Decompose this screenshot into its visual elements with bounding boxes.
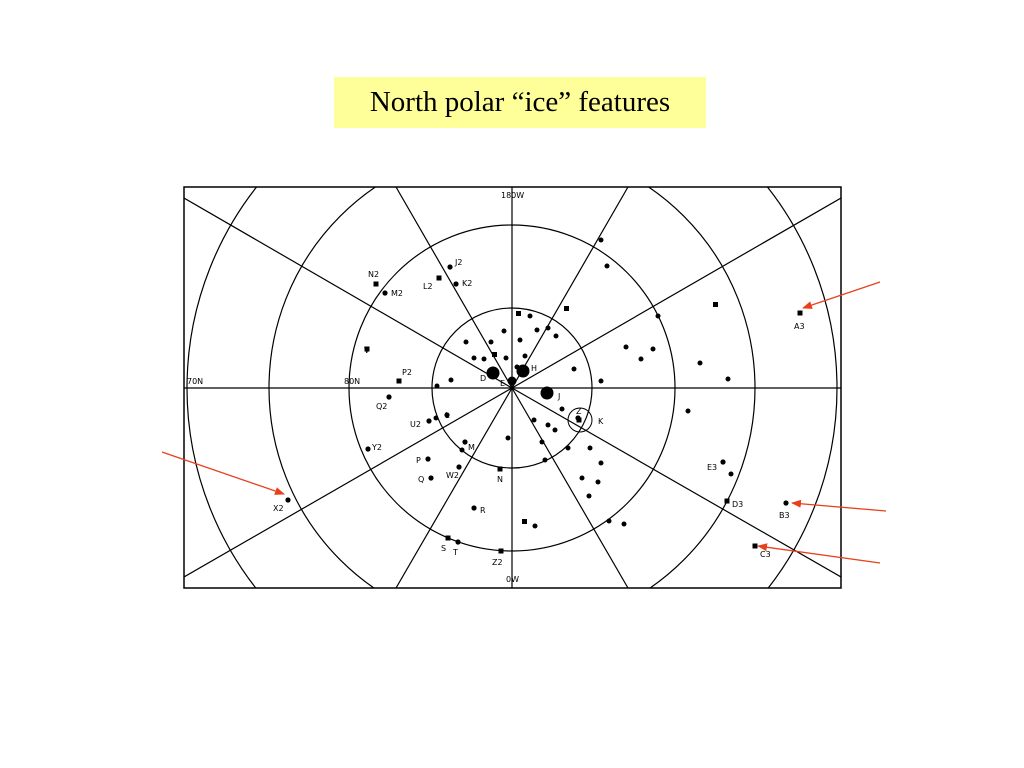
feature-b3-label: B3 bbox=[779, 511, 790, 520]
feature-z-ring bbox=[567, 407, 593, 433]
feature-w2-label: W2 bbox=[446, 471, 459, 480]
feature-n-marker bbox=[497, 466, 503, 472]
feature-m2-marker bbox=[382, 290, 388, 296]
arrow-b3 bbox=[791, 499, 887, 512]
feature-m-label: M bbox=[468, 443, 475, 452]
feature-n2-label: N2 bbox=[368, 270, 379, 279]
meridian-240 bbox=[511, 197, 841, 389]
map-frame bbox=[183, 186, 842, 589]
feature-x2-marker bbox=[285, 497, 291, 503]
feature-v-label: V bbox=[364, 346, 370, 355]
feature-k2-marker bbox=[453, 281, 459, 287]
feature-z-label: Z bbox=[576, 407, 582, 416]
feature-y2-marker bbox=[365, 446, 371, 452]
feature-a3-label: A3 bbox=[794, 322, 805, 331]
axis-label-left-inner: 80N bbox=[344, 377, 360, 386]
axis-label-bottom: 0W bbox=[506, 575, 519, 584]
feature-q2-marker bbox=[386, 394, 392, 400]
axis-label-left-outer: 70N bbox=[187, 377, 203, 386]
feature-m2-label: M2 bbox=[391, 289, 403, 298]
feature-e-marker bbox=[507, 376, 517, 386]
meridian-330 bbox=[511, 387, 841, 578]
feature-p2-marker bbox=[396, 378, 402, 384]
unlabeled-features bbox=[433, 237, 734, 529]
feature-p2-label: P2 bbox=[402, 368, 412, 377]
feature-q-label: Q bbox=[418, 475, 424, 484]
feature-t-marker bbox=[455, 539, 461, 545]
feature-h-marker bbox=[516, 364, 530, 378]
feature-j-marker bbox=[540, 386, 554, 400]
feature-d3-marker bbox=[724, 498, 730, 504]
meridian-300 bbox=[511, 387, 629, 588]
feature-n2-marker bbox=[373, 281, 379, 287]
feature-l-marker bbox=[444, 412, 450, 418]
meridian-210 bbox=[511, 187, 629, 389]
arrow-c3 bbox=[757, 543, 881, 564]
feature-j2-label: J2 bbox=[454, 258, 462, 267]
feature-j-label: J bbox=[557, 392, 560, 401]
feature-t-label: T bbox=[452, 548, 458, 557]
feature-r-label: R bbox=[480, 506, 486, 515]
feature-l-label: L bbox=[445, 411, 450, 420]
feature-l2-label: L2 bbox=[423, 282, 433, 291]
feature-m-marker bbox=[462, 439, 468, 445]
arrow-x2 bbox=[161, 451, 285, 495]
feature-l2-marker bbox=[436, 275, 442, 281]
meridian-60 bbox=[395, 387, 513, 588]
feature-j2-marker bbox=[447, 264, 453, 270]
feature-u2-label: U2 bbox=[410, 420, 421, 429]
feature-z2-marker bbox=[498, 548, 504, 554]
meridian-120 bbox=[395, 187, 513, 389]
feature-x2-label: X2 bbox=[273, 504, 284, 513]
feature-q-marker bbox=[428, 475, 434, 481]
slide-title: North polar “ice” features bbox=[334, 77, 706, 128]
feature-h-label: H bbox=[531, 364, 537, 373]
feature-n-label: N bbox=[497, 475, 503, 484]
feature-e-label: E bbox=[500, 379, 505, 388]
map-grid bbox=[184, 187, 841, 588]
feature-r-marker bbox=[471, 505, 477, 511]
feature-p-marker bbox=[425, 456, 431, 462]
feature-c3-marker bbox=[752, 543, 758, 549]
feature-k-label: K bbox=[598, 417, 604, 426]
feature-a3-marker bbox=[797, 310, 803, 316]
feature-d-marker bbox=[486, 366, 500, 380]
feature-b3-marker bbox=[783, 500, 789, 506]
feature-v-marker bbox=[364, 346, 370, 352]
feature-d-label: D bbox=[480, 374, 486, 383]
feature-z2-label: Z2 bbox=[492, 558, 503, 567]
feature-d3-label: D3 bbox=[732, 500, 743, 509]
feature-e3-label: E3 bbox=[707, 463, 717, 472]
feature-s-marker bbox=[445, 535, 451, 541]
feature-s-label: S bbox=[441, 544, 446, 553]
meridian-150 bbox=[184, 197, 513, 389]
axis-label-top: 180W bbox=[501, 191, 524, 200]
feature-c3-label: C3 bbox=[760, 550, 771, 559]
feature-p-label: P bbox=[416, 456, 421, 465]
arrow-a3 bbox=[802, 281, 881, 309]
feature-z-marker bbox=[575, 415, 581, 421]
annotation-arrows bbox=[161, 281, 887, 564]
feature-q2-label: Q2 bbox=[376, 402, 387, 411]
feature-y2-label: Y2 bbox=[371, 443, 382, 452]
feature-k2-label: K2 bbox=[462, 279, 472, 288]
feature-u2-marker bbox=[426, 418, 432, 424]
meridian-30 bbox=[184, 387, 513, 578]
feature-w2-marker bbox=[456, 464, 462, 470]
feature-e3-marker bbox=[720, 459, 726, 465]
